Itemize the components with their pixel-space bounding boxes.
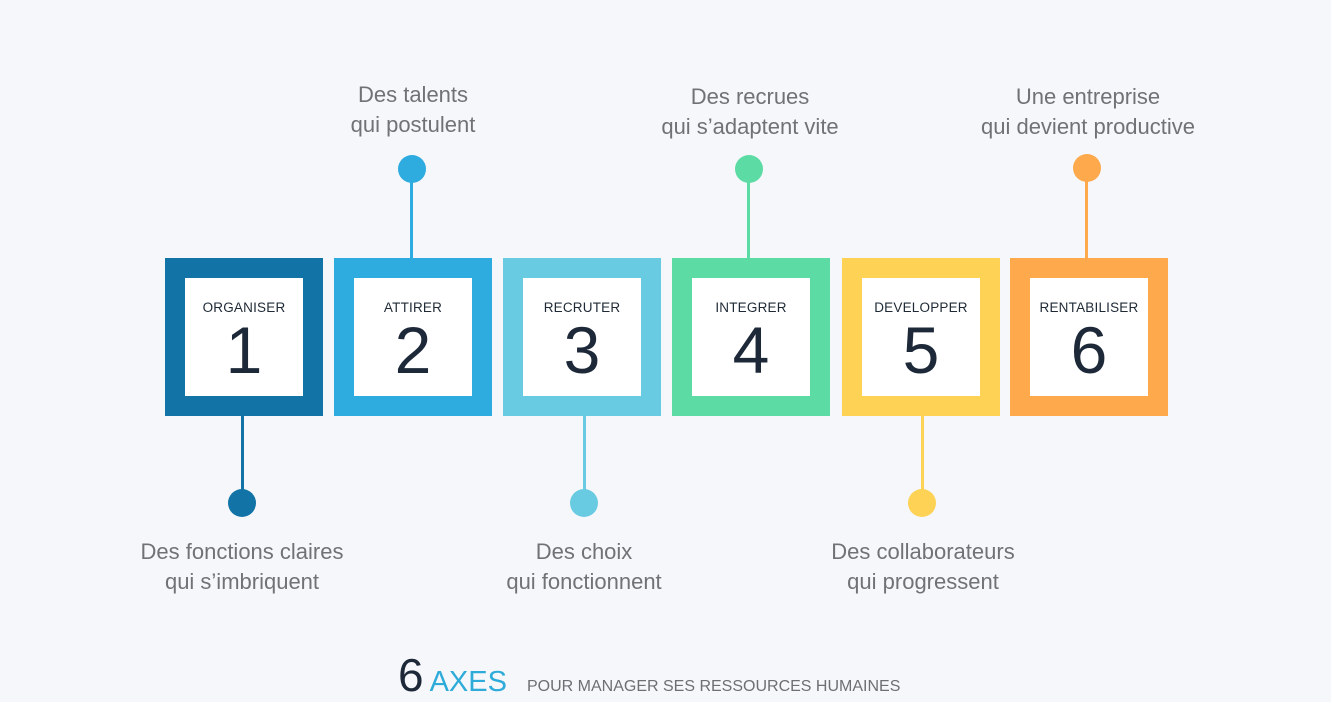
- step-number: 3: [563, 313, 601, 387]
- step-number: 6: [1070, 313, 1108, 387]
- connector-dot: [735, 155, 763, 183]
- step-label: INTEGRER: [715, 300, 787, 315]
- step-organiser: ORGANISER 1: [165, 258, 323, 416]
- connector-line: [583, 416, 586, 496]
- step-rentabiliser: RENTABILISER 6: [1010, 258, 1168, 416]
- connector-line: [410, 178, 413, 258]
- step-caption: Des talents qui postulent: [350, 82, 476, 137]
- step-label: DEVELOPPER: [874, 300, 968, 315]
- step-caption: Des fonctions claires qui s’imbriquent: [140, 539, 344, 594]
- connector-dot: [1073, 154, 1101, 182]
- step-caption: Des collaborateurs qui progressent: [831, 539, 1015, 594]
- footer-number: 6: [398, 649, 424, 701]
- step-developper: DEVELOPPER 5: [842, 258, 1000, 416]
- step-card: ATTIRER 2: [354, 278, 472, 396]
- step-number: 2: [394, 313, 432, 387]
- step-card: RECRUTER 3: [523, 278, 641, 396]
- connector-dot: [908, 489, 936, 517]
- connector-line: [1085, 178, 1088, 258]
- connector-dot: [398, 155, 426, 183]
- connector-dot: [570, 489, 598, 517]
- footer-subtitle: POUR MANAGER SES RESSOURCES HUMAINES: [526, 678, 901, 695]
- step-card: INTEGRER 4: [692, 278, 810, 396]
- step-number: 5: [902, 313, 940, 387]
- step-card: RENTABILISER 6: [1030, 278, 1148, 396]
- step-label: RECRUTER: [543, 300, 621, 315]
- step-caption: Des choix qui fonctionnent: [506, 539, 662, 594]
- footer-axes: AXES: [429, 666, 507, 698]
- connector-dot: [228, 489, 256, 517]
- step-recruter: RECRUTER 3: [503, 258, 661, 416]
- step-attirer: ATTIRER 2: [334, 258, 492, 416]
- step-label: ATTIRER: [383, 300, 443, 315]
- step-caption: Une entreprise qui devient productive: [980, 84, 1196, 139]
- connector-line: [747, 178, 750, 258]
- step-caption: Des recrues qui s’adaptent vite: [661, 84, 839, 139]
- step-integrer: INTEGRER 4: [672, 258, 830, 416]
- step-label: ORGANISER: [202, 300, 286, 315]
- step-card: DEVELOPPER 5: [862, 278, 980, 396]
- step-label: RENTABILISER: [1039, 300, 1139, 315]
- connector-line: [241, 416, 244, 496]
- step-number: 1: [225, 313, 263, 387]
- step-card: ORGANISER 1: [185, 278, 303, 396]
- connector-line: [921, 416, 924, 496]
- step-number: 4: [732, 313, 770, 387]
